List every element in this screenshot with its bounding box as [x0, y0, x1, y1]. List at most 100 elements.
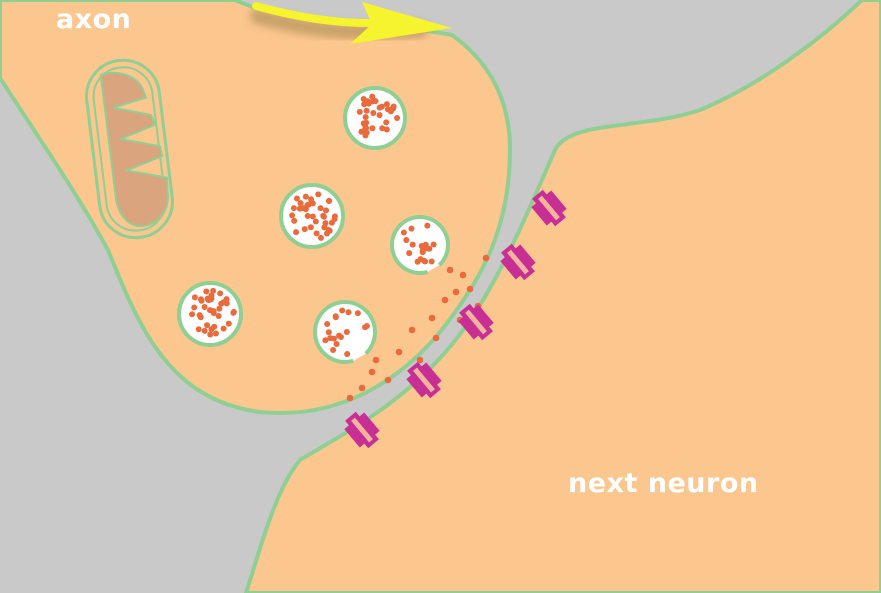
neurotransmitter-dot: [300, 205, 307, 212]
neurotransmitter-dot: [201, 304, 208, 311]
neurotransmitter-dot: [384, 106, 391, 113]
neurotransmitter-dot: [216, 305, 223, 312]
neurotransmitter-dot: [395, 348, 403, 356]
neurotransmitter-dot: [360, 96, 367, 103]
neurotransmitter-dot: [343, 329, 350, 336]
neurotransmitter-dot: [317, 205, 324, 212]
neurotransmitter-dot: [422, 241, 429, 248]
neurotransmitter-dot: [372, 98, 379, 105]
neurotransmitter-dot: [363, 129, 370, 136]
neurotransmitter-dot: [441, 296, 449, 304]
neurotransmitter-dot: [290, 205, 297, 212]
receptor-channel: [500, 243, 536, 281]
neurotransmitter-dot: [320, 213, 327, 220]
neurotransmitter-dot: [345, 309, 352, 316]
neurotransmitter-dot: [358, 384, 366, 392]
neurotransmitter-dot: [424, 222, 431, 229]
neurotransmitter-dot: [293, 229, 300, 236]
neurotransmitter-dot: [312, 218, 319, 225]
synaptic-vesicle: [279, 183, 345, 249]
neurotransmitter-dot: [414, 258, 421, 265]
neurotransmitter-dot: [419, 247, 426, 254]
neurotransmitter-dot: [383, 126, 390, 133]
neurotransmitter-dot: [416, 356, 424, 364]
neurotransmitter-dot: [368, 368, 376, 376]
neurotransmitter-dot: [220, 325, 227, 332]
neurotransmitter-dot: [217, 290, 224, 297]
neurotransmitter-dot: [333, 340, 340, 347]
neurotransmitter-dot: [378, 103, 385, 110]
receptor-channel: [344, 411, 380, 449]
neurotransmitter-dot: [291, 217, 298, 224]
neurotransmitter-dot: [379, 125, 386, 132]
neurotransmitter-dot: [428, 258, 435, 265]
neurotransmitter-dot: [430, 241, 437, 248]
axon-label: axon: [56, 4, 132, 35]
neurotransmitter-dot: [326, 197, 333, 204]
neurotransmitter-dot: [197, 314, 204, 321]
neurotransmitter-dot: [361, 101, 368, 108]
neurotransmitter-dot: [339, 307, 346, 314]
axon-terminal: [0, 0, 513, 415]
neurotransmitter-dot: [452, 288, 460, 296]
neurotransmitter-dot: [482, 254, 490, 262]
neurotransmitter-dot: [365, 100, 372, 107]
neurotransmitter-dot: [384, 376, 392, 384]
receptor-channel: [406, 361, 442, 399]
neurotransmitter-dot: [383, 119, 390, 126]
fusing-vesicle: [313, 300, 377, 364]
neurotransmitter-dot: [195, 326, 202, 333]
signal-direction-arrow: [250, 2, 452, 44]
fusing-vesicle: [390, 215, 450, 275]
neurotransmitter-dot: [198, 297, 205, 304]
neurotransmitter-dot: [403, 236, 410, 243]
neurotransmitter-dot: [369, 125, 376, 132]
receptor-channel: [531, 189, 567, 227]
neurotransmitter-dot: [372, 356, 380, 364]
neurotransmitter-dot: [212, 330, 219, 337]
neurotransmitter-dot: [189, 311, 196, 318]
synaptic-vesicle: [177, 281, 243, 347]
neurotransmitter-dot: [210, 287, 217, 294]
neurotransmitter-dot: [211, 323, 218, 330]
neurotransmitter-dot: [356, 108, 363, 115]
neurotransmitter-dot: [301, 226, 308, 233]
neurotransmitter-dot: [289, 212, 296, 219]
neurotransmitter-dot: [307, 224, 314, 231]
vesicle-group: [177, 86, 450, 364]
neurotransmitter-dot: [432, 334, 440, 342]
neurotransmitter-dot: [369, 93, 376, 100]
neurotransmitter-dot: [308, 196, 315, 203]
neurotransmitter-dot: [394, 115, 401, 122]
neurotransmitter-dot: [317, 234, 324, 241]
neurotransmitter-dot: [376, 112, 383, 119]
neurotransmitter-dot: [208, 292, 215, 299]
neurotransmitter-dot: [304, 213, 311, 220]
neurotransmitter-dot: [313, 230, 320, 237]
neurotransmitter-dot: [315, 191, 322, 198]
neurotransmitter-dot: [302, 193, 309, 200]
synaptic-vesicle: [343, 86, 407, 150]
neurotransmitter-dot: [321, 224, 328, 231]
neurotransmitter-dot: [293, 195, 300, 202]
neurotransmitter-dot: [446, 266, 454, 274]
receptor-group: [344, 189, 567, 449]
neurotransmitter-dot: [191, 294, 198, 301]
neurotransmitter-dot: [459, 271, 467, 279]
neurotransmitter-dot: [346, 394, 354, 402]
neurotransmitter-dot: [426, 245, 433, 252]
mitochondrion-icon: [85, 58, 174, 240]
neurotransmitter-dot: [304, 202, 311, 209]
neurotransmitter-dot: [354, 310, 361, 317]
neurotransmitter-dot: [406, 250, 413, 257]
neurotransmitter-dot: [421, 257, 428, 264]
neurotransmitter-dot: [428, 314, 436, 322]
neurotransmitter-dot: [223, 300, 230, 307]
neurotransmitter-dot: [390, 103, 397, 110]
neurotransmitter-dot: [362, 114, 369, 121]
neurotransmitter-dot: [409, 241, 416, 248]
neurotransmitter-dot: [361, 121, 368, 128]
neurotransmitter-dot: [332, 313, 339, 320]
neurotransmitter-dot: [408, 225, 415, 232]
